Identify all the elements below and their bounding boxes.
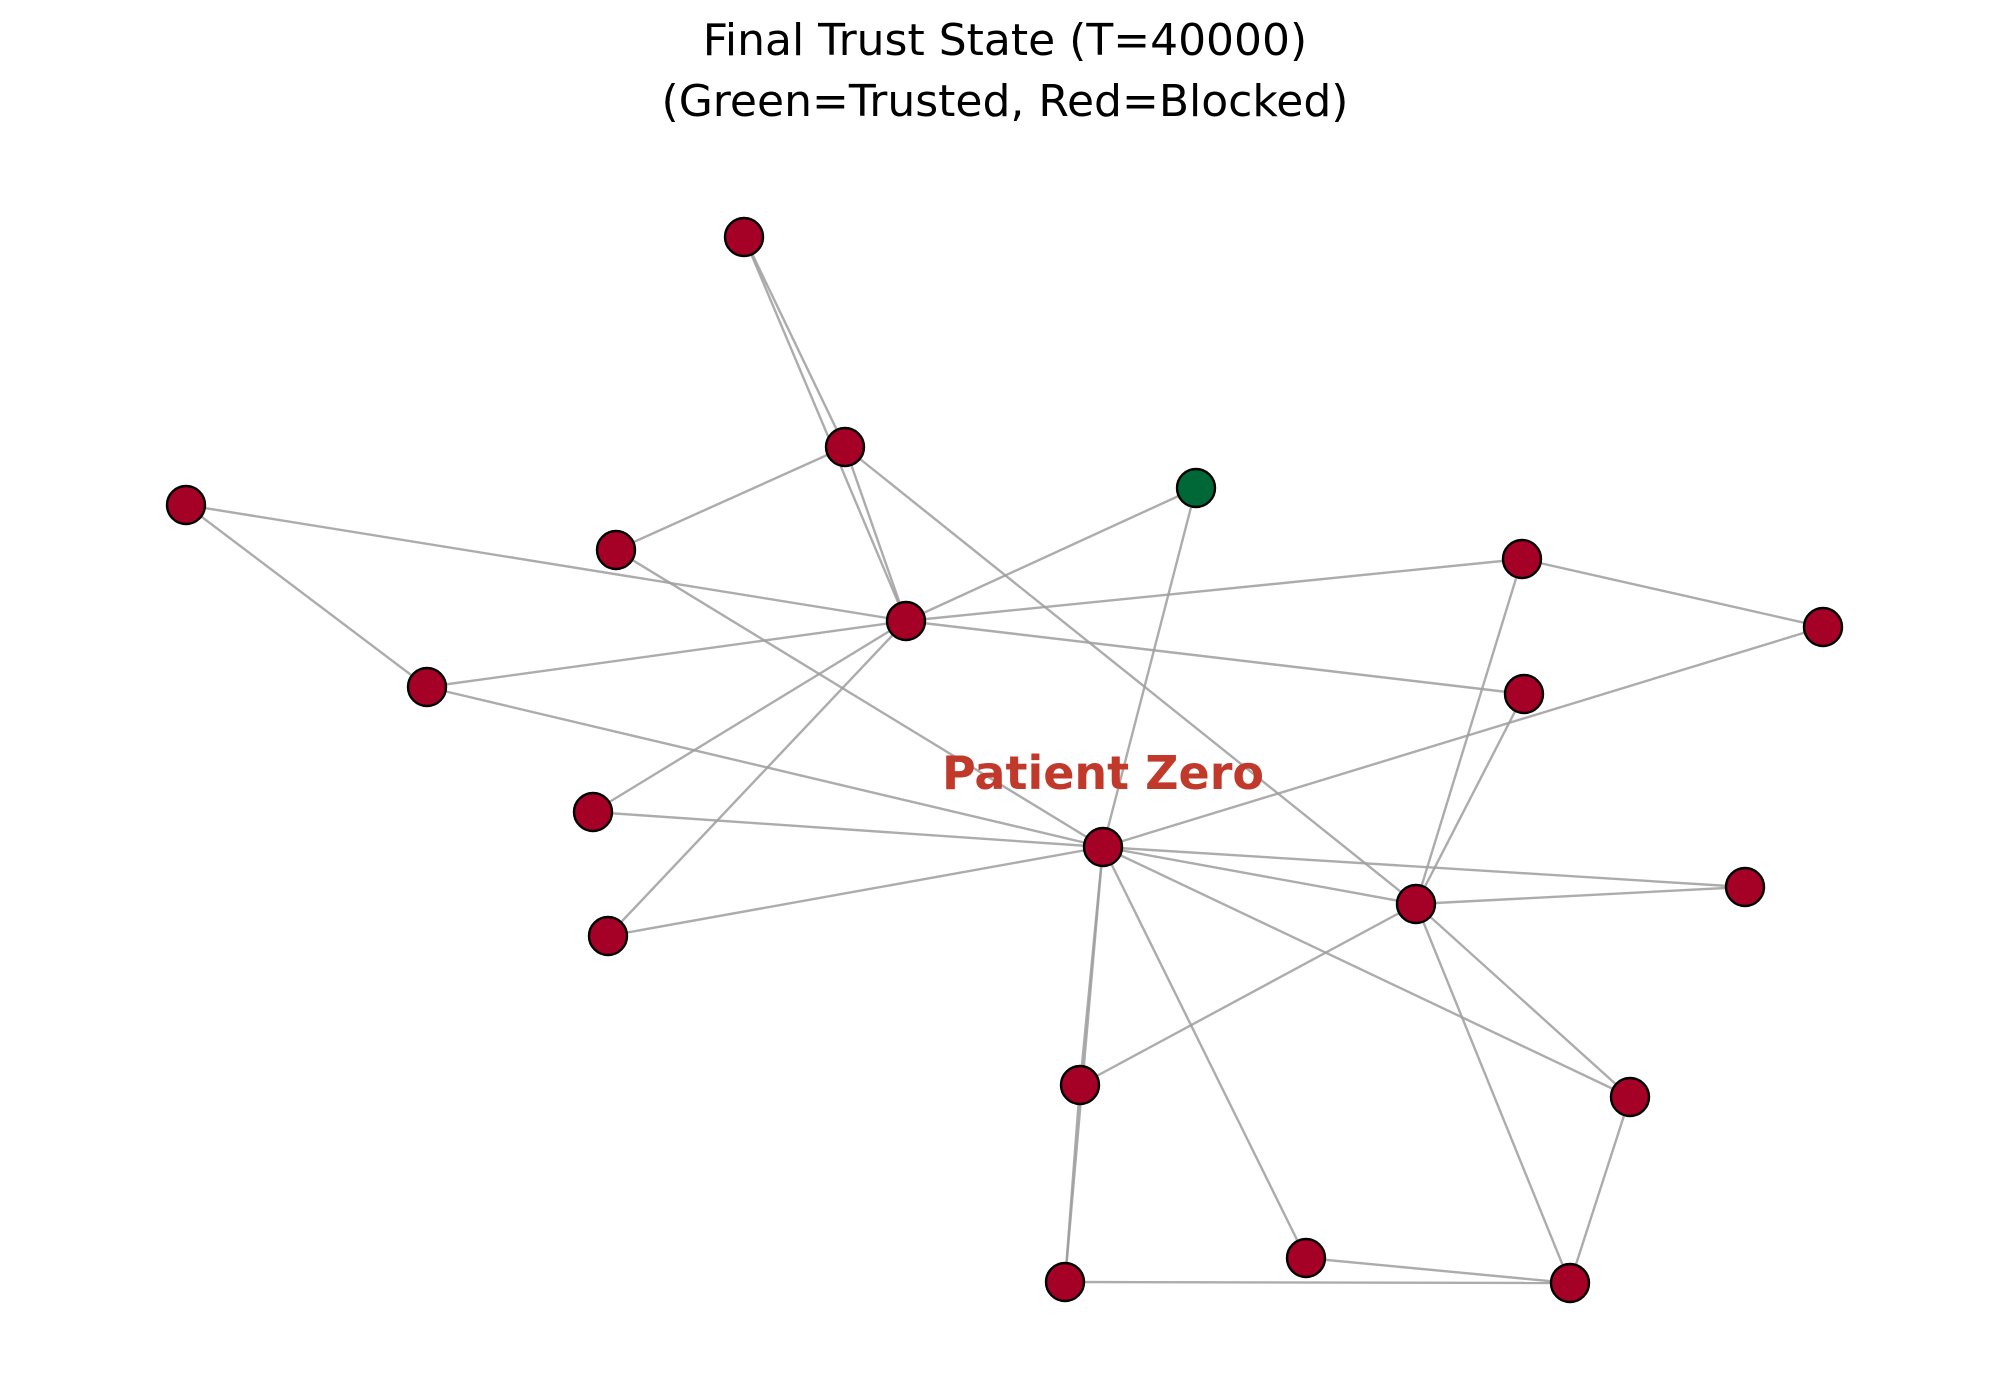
edge-right-upper-right-hub (1414, 558, 1524, 905)
node-hub (885, 600, 927, 642)
edge-far-right-pz (1102, 625, 1824, 849)
edge-left-mid-pz (426, 685, 1104, 849)
edge-hub-left-lower-2 (607, 620, 907, 937)
edge-mid-upper-left-pz (615, 548, 1104, 849)
edge-hub-green (905, 486, 1197, 623)
edge-left-lower-1-pz (592, 810, 1104, 849)
edge-upper-hub (843, 446, 908, 622)
node-right-mid (1503, 673, 1545, 715)
edge-right-hub-lower-mid (1079, 902, 1417, 1087)
edge-bottom-1-bottom-3 (1064, 1280, 1571, 1285)
figure-title-line-2: (Green=Trusted, Red=Blocked) (662, 76, 1349, 127)
node-right-2 (1724, 866, 1766, 908)
edge-right-hub-right-2 (1415, 885, 1746, 906)
node-bottom-3 (1549, 1262, 1591, 1304)
edge-right-upper-far-right (1521, 557, 1824, 629)
node-farleft (165, 484, 207, 526)
node-right-hub (1395, 883, 1437, 925)
edge-farleft-hub (185, 503, 907, 623)
node-left-lower-2 (587, 915, 629, 957)
node-right-upper (1501, 538, 1543, 580)
edge-pz-bottom-2 (1101, 846, 1308, 1259)
node-lower-mid (1059, 1064, 1101, 1106)
node-upper (824, 426, 866, 468)
node-left-lower-1 (572, 791, 614, 833)
edge-right-lower-bottom-3 (1568, 1096, 1632, 1284)
node-pz (1082, 826, 1124, 868)
edge-farleft-left-mid (185, 504, 428, 688)
edge-green-pz (1101, 487, 1198, 848)
node-right-lower (1609, 1076, 1651, 1118)
edge-hub-left-lower-1 (592, 619, 907, 814)
node-far-right (1802, 606, 1844, 648)
edge-bottom-2-bottom-3 (1305, 1256, 1571, 1285)
network-nodes (165, 216, 1844, 1304)
edge-pz-right-lower (1102, 845, 1631, 1099)
edge-upper-right-hub (844, 446, 1417, 905)
edge-right-mid-right-hub (1414, 693, 1526, 905)
edge-lower-mid-bottom-1 (1063, 1084, 1082, 1283)
edge-pz-right-hub (1102, 845, 1417, 906)
node-bottom-2 (1285, 1237, 1327, 1279)
edge-hub-right-mid (905, 619, 1525, 696)
edge-top-hub (742, 236, 908, 622)
edge-right-hub-bottom-3 (1414, 903, 1572, 1284)
node-mid-upper-left (595, 529, 637, 571)
edge-top-upper (742, 236, 847, 448)
node-bottom-1 (1044, 1261, 1086, 1303)
edge-right-hub-right-lower (1415, 903, 1631, 1098)
network-edges (185, 236, 1824, 1285)
node-green (1175, 467, 1217, 509)
edge-left-lower-2-pz (607, 845, 1104, 938)
node-top (723, 216, 765, 258)
figure-title-line-1: Final Trust State (T=40000) (703, 15, 1307, 66)
edge-pz-right-2 (1102, 845, 1746, 889)
edge-hub-left-mid (426, 619, 907, 689)
edge-hub-right-upper (905, 557, 1523, 623)
patient-zero-label: Patient Zero (942, 746, 1264, 800)
edge-upper-mid-upper-left (615, 445, 846, 552)
node-left-mid (406, 666, 448, 708)
